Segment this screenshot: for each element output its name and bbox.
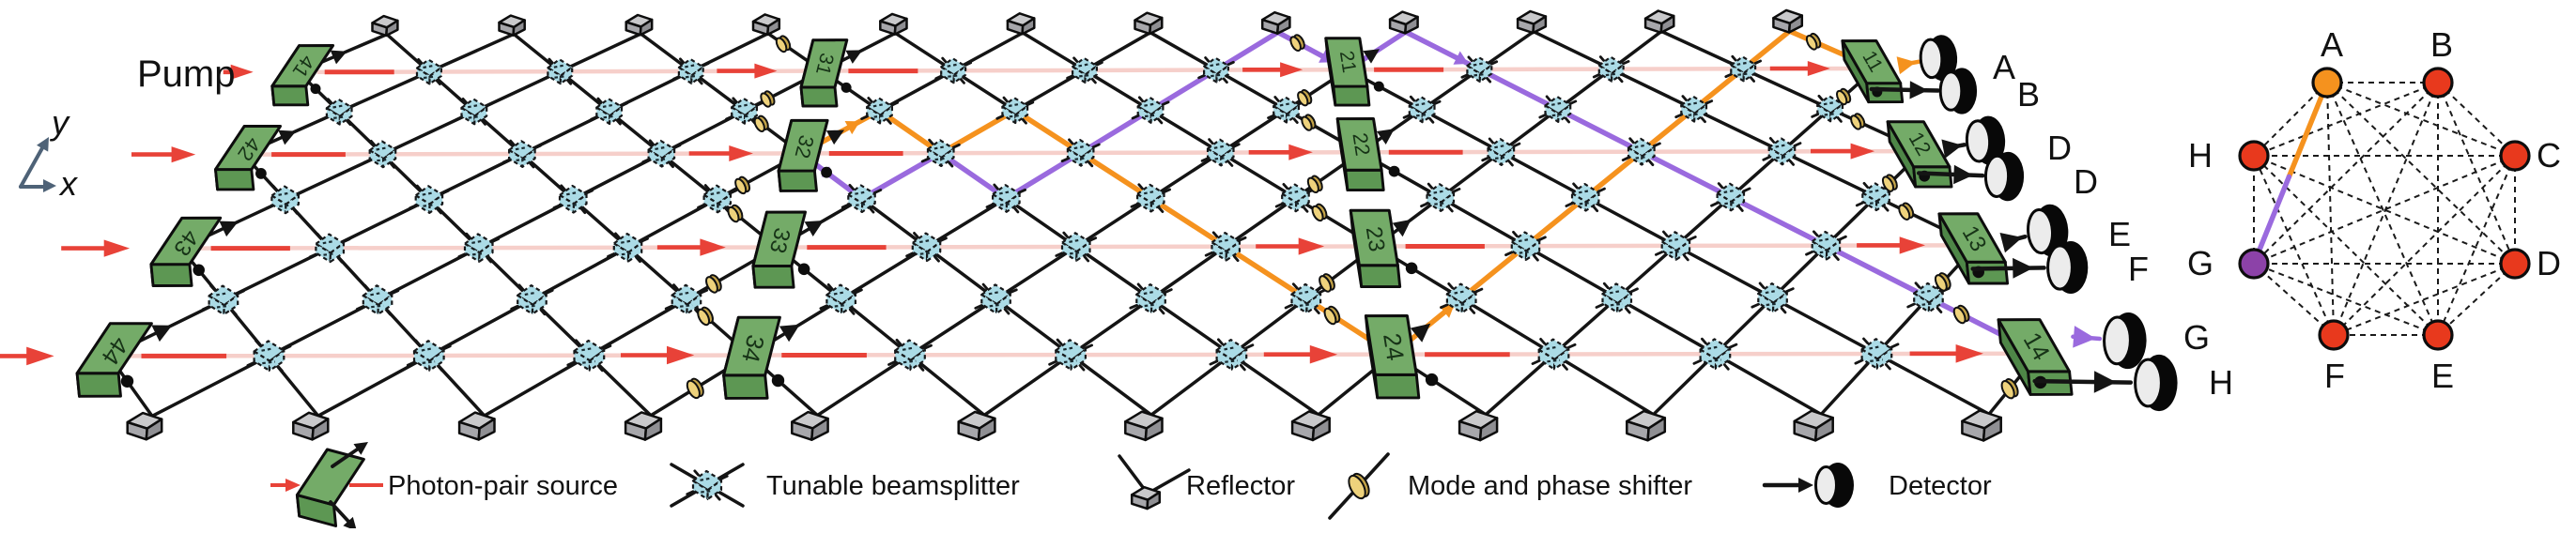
svg-text:F: F — [2324, 357, 2345, 395]
svg-text:D: D — [2074, 162, 2098, 201]
svg-text:Mode and phase shifter: Mode and phase shifter — [1408, 471, 1692, 501]
svg-text:y: y — [49, 103, 70, 142]
svg-text:Detector: Detector — [1889, 471, 1992, 501]
svg-text:B: B — [2017, 75, 2040, 114]
svg-text:A: A — [2321, 25, 2343, 64]
svg-text:33: 33 — [764, 225, 795, 255]
svg-text:C: C — [2537, 136, 2561, 175]
svg-text:22: 22 — [1348, 131, 1375, 158]
svg-text:Photon-pair source: Photon-pair source — [388, 471, 618, 501]
svg-text:Tunable beamsplitter: Tunable beamsplitter — [766, 471, 1020, 501]
svg-text:E: E — [2431, 357, 2454, 395]
svg-text:H: H — [2188, 136, 2213, 175]
svg-text:x: x — [58, 164, 79, 203]
svg-text:A: A — [1993, 48, 2015, 86]
svg-text:34: 34 — [736, 332, 770, 365]
svg-text:23: 23 — [1361, 225, 1390, 254]
svg-text:21: 21 — [1335, 50, 1360, 75]
svg-text:D: D — [2537, 244, 2561, 282]
svg-text:31: 31 — [811, 51, 838, 77]
svg-text:E: E — [2108, 215, 2131, 253]
svg-text:B: B — [2430, 25, 2453, 64]
svg-text:24: 24 — [1378, 331, 1410, 362]
svg-text:Pump: Pump — [137, 53, 236, 95]
svg-text:Reflector: Reflector — [1186, 471, 1295, 501]
svg-text:G: G — [2183, 318, 2210, 357]
svg-text:G: G — [2187, 244, 2214, 282]
svg-text:D: D — [2047, 129, 2072, 167]
svg-text:32: 32 — [791, 133, 819, 161]
svg-text:H: H — [2209, 363, 2233, 402]
svg-text:F: F — [2128, 250, 2149, 288]
